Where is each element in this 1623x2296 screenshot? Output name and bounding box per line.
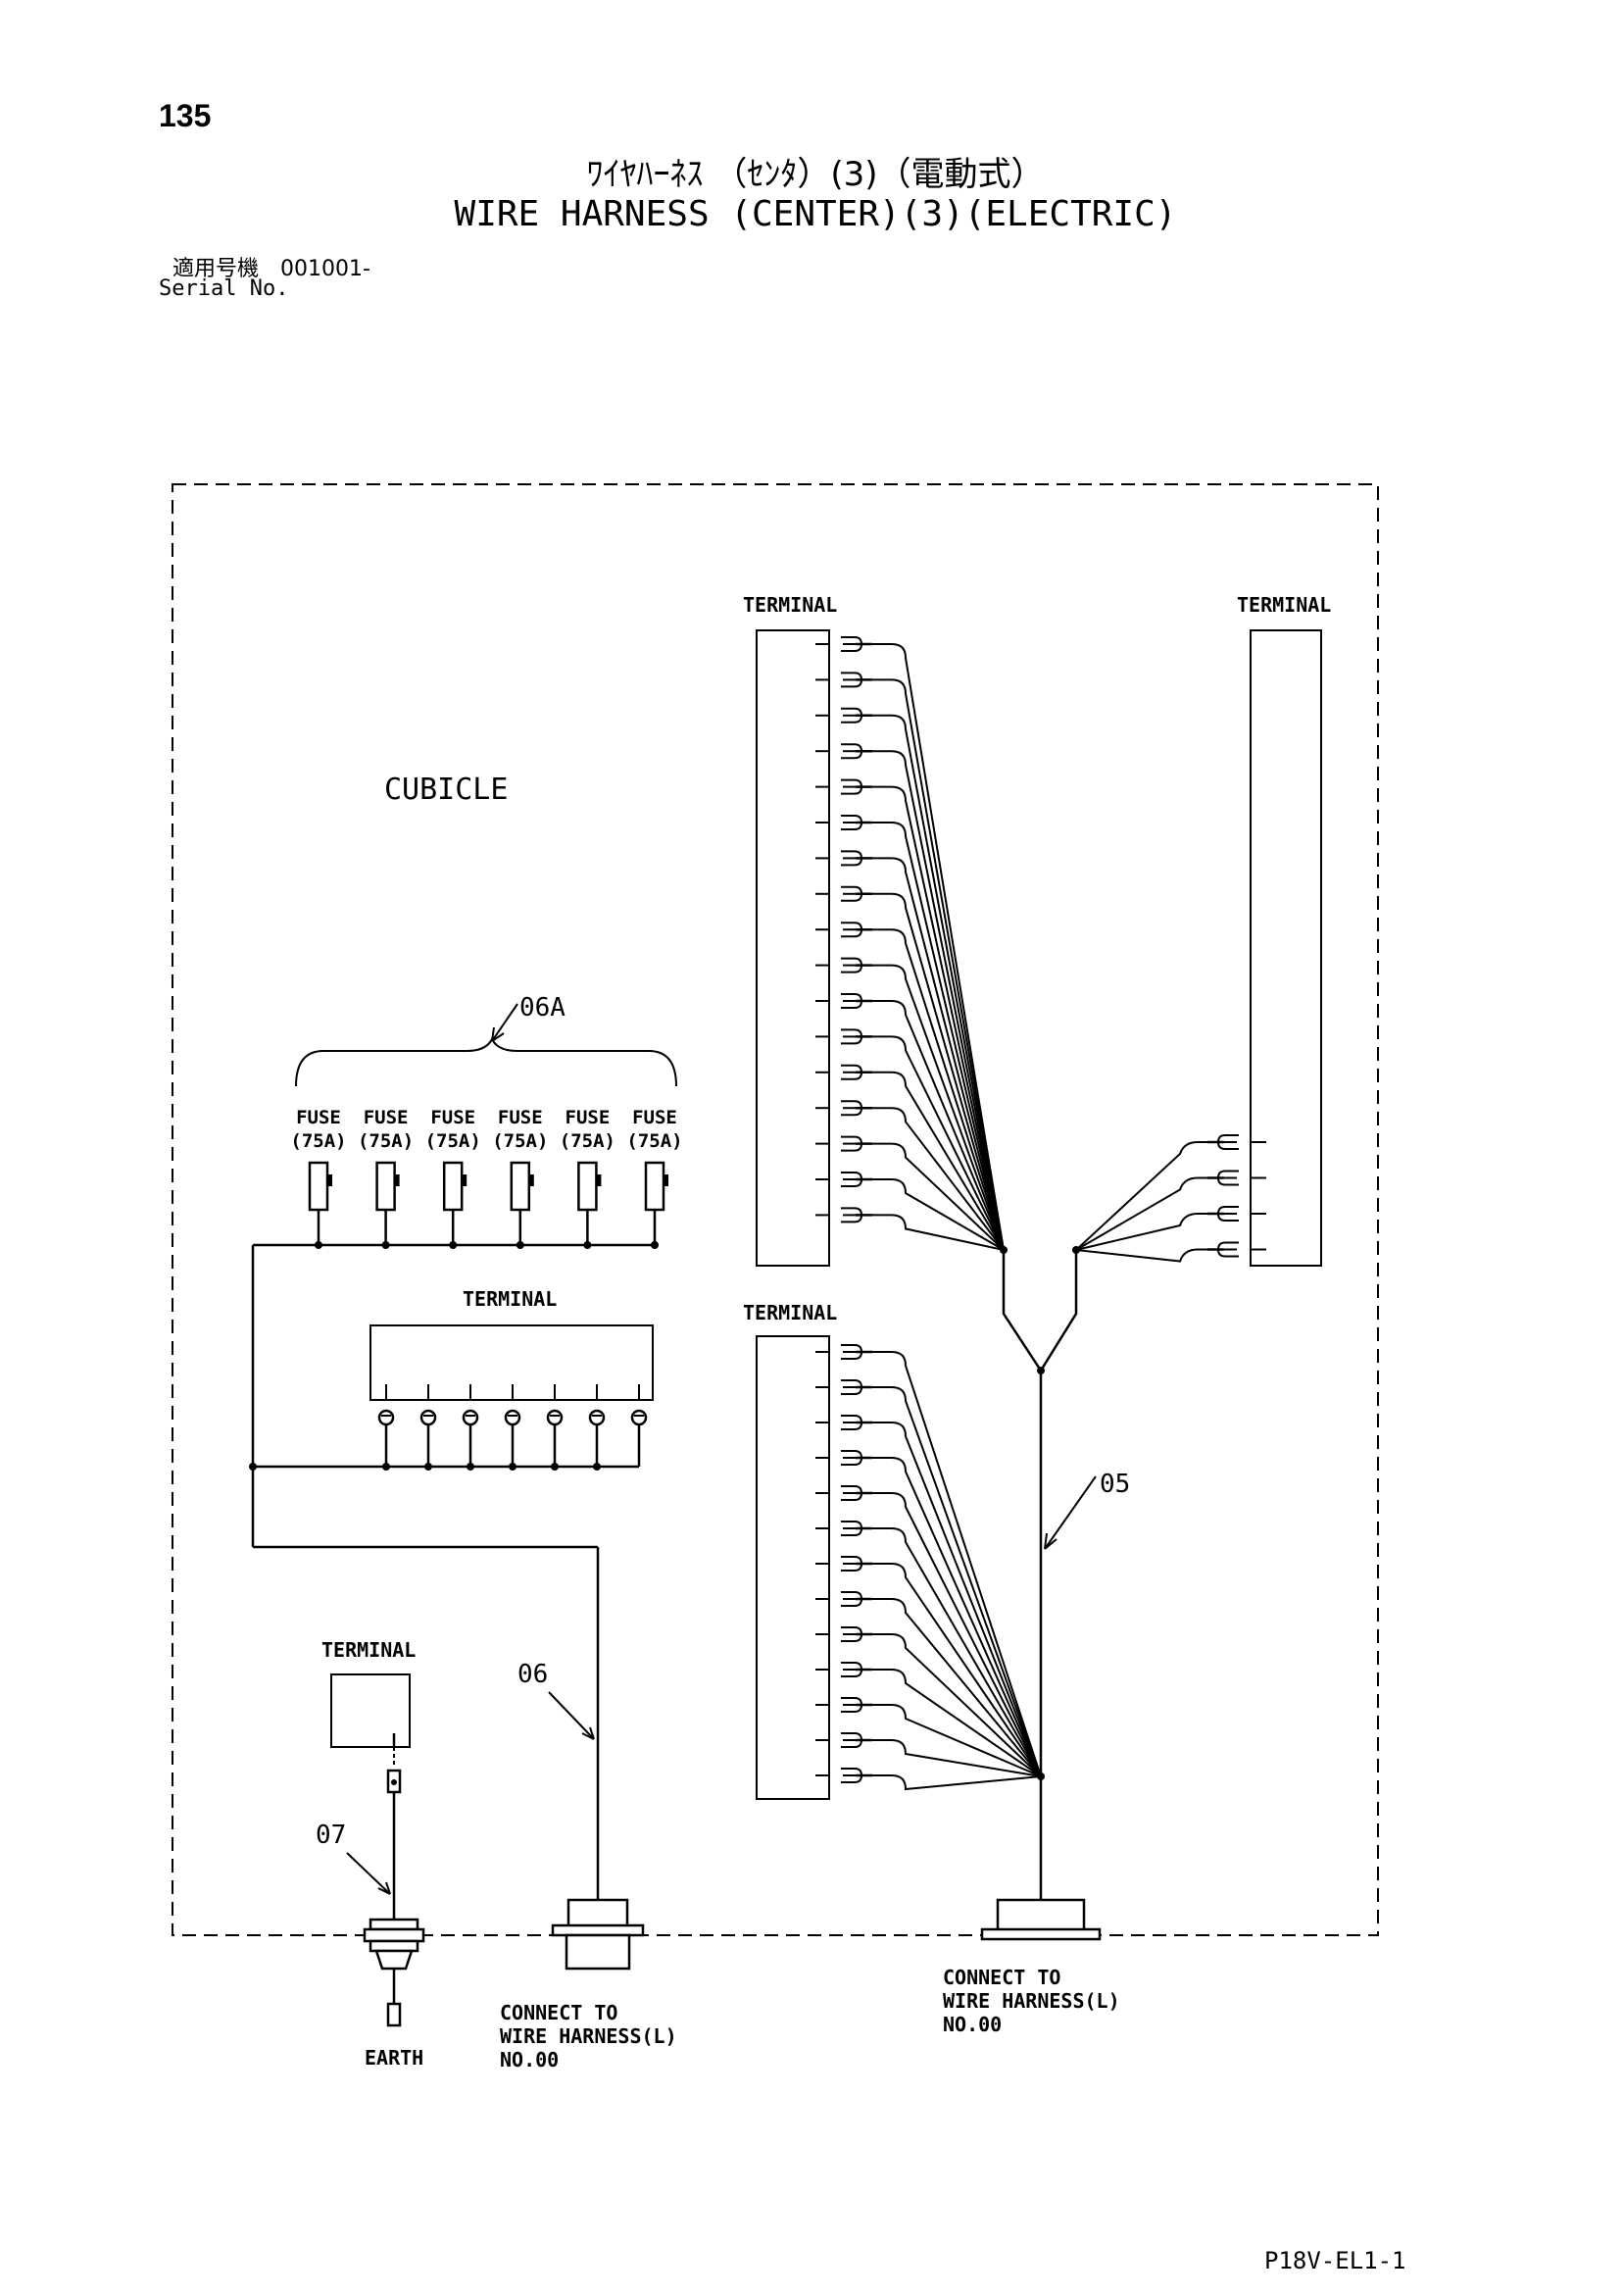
connector-harness-06	[551, 1898, 645, 1971]
terminal-label-center: TERMINAL	[463, 1287, 557, 1311]
terminal-center-4	[504, 1384, 521, 1471]
page-title: WIRE HARNESS (CENTER)(3)(ELECTRIC)	[454, 194, 1177, 234]
terminal-upper-left-1	[815, 635, 1005, 1251]
terminal-upper-left-7	[815, 850, 1005, 1251]
terminal-group-upper-left	[815, 635, 1008, 1254]
terminal-lower-left-10	[815, 1661, 1042, 1777]
terminal-lower-left-3	[815, 1414, 1042, 1777]
terminal-label-lower-left: TERMINAL	[743, 1301, 837, 1324]
terminal-center-2	[419, 1384, 437, 1471]
cubicle-boundary	[172, 483, 1379, 1936]
callout-05: 05	[1100, 1470, 1130, 1499]
cubicle-label: CUBICLE	[384, 773, 508, 807]
terminal-upper-left-14	[815, 1099, 1005, 1251]
fuse-4: FUSE(75A)	[492, 1107, 548, 1249]
terminal-center-6	[588, 1384, 606, 1471]
terminal-block-lower-left	[756, 1335, 830, 1800]
terminal-upper-left-5	[815, 778, 1005, 1251]
fuse-rating: (75A)	[425, 1130, 481, 1152]
callout-07: 07	[316, 1821, 346, 1850]
terminal-lower-left-1	[815, 1343, 1042, 1777]
harness-05-junction	[1002, 1250, 1078, 1902]
terminal-block-earth	[330, 1673, 411, 1748]
fuse-1: FUSE(75A)	[290, 1107, 347, 1249]
connect-note-06-line3: NO.00	[500, 2048, 559, 2071]
terminal-label-earth: TERMINAL	[321, 1638, 416, 1662]
terminal-upper-left-9	[815, 921, 1005, 1251]
terminal-lower-left-8	[815, 1590, 1042, 1777]
serial-label-japanese: 適用号機 001001-	[172, 257, 370, 281]
connect-note-05-line3: NO.00	[943, 2013, 1002, 2036]
terminal-group-lower-left	[815, 1343, 1045, 1791]
terminal-upper-left-16	[815, 1171, 1005, 1251]
terminal-upper-right-2	[1075, 1170, 1266, 1251]
terminal-upper-left-15	[815, 1135, 1005, 1251]
terminal-lower-left-7	[815, 1555, 1042, 1777]
terminal-upper-left-8	[815, 885, 1005, 1251]
terminal-upper-left-3	[815, 707, 1005, 1251]
terminal-block-upper-right	[1250, 629, 1322, 1267]
fuse-group: FUSE(75A)FUSE(75A)FUSE(75A)FUSE(75A)FUSE…	[290, 1107, 683, 1249]
fuse-rating: (75A)	[626, 1130, 682, 1152]
earth-label: EARTH	[365, 2046, 423, 2070]
terminal-upper-right-3	[1075, 1205, 1266, 1251]
drawing-code: P18V-EL1-1	[1264, 2247, 1406, 2274]
fuse-label: FUSE	[296, 1107, 341, 1128]
terminal-lower-left-2	[815, 1378, 1042, 1777]
fuse-5: FUSE(75A)	[560, 1107, 615, 1249]
terminal-lower-left-9	[815, 1625, 1042, 1777]
fuse-label: FUSE	[498, 1107, 543, 1128]
connect-note-05-line2: WIRE HARNESS(L)	[943, 1989, 1120, 2013]
earth-grommet	[363, 1918, 425, 2027]
terminal-lower-left-4	[815, 1449, 1042, 1777]
page-number: 135	[159, 98, 212, 133]
terminal-group-upper-right	[1072, 1133, 1266, 1263]
terminal-lower-left-6	[815, 1520, 1042, 1777]
terminal-center-7	[630, 1384, 648, 1467]
terminal-upper-left-10	[815, 957, 1005, 1251]
fuse-label: FUSE	[430, 1107, 475, 1128]
terminal-upper-left-6	[815, 814, 1005, 1251]
page-title-japanese: ﾜｲﾔﾊｰﾈｽ （ｾﾝﾀ）(3)（電動式）	[586, 155, 1045, 194]
callout-06: 06	[517, 1660, 548, 1689]
serial-label: Serial No.	[159, 276, 289, 301]
terminal-upper-right-1	[1075, 1133, 1266, 1251]
connector-harness-05	[980, 1898, 1102, 1941]
fuse-label: FUSE	[632, 1107, 677, 1128]
terminal-lower-left-13	[815, 1767, 1042, 1791]
terminal-center-5	[546, 1384, 564, 1471]
terminal-upper-left-17	[815, 1207, 1005, 1251]
connect-note-05-line1: CONNECT TO	[943, 1966, 1060, 1989]
fuse-6: FUSE(75A)	[626, 1107, 683, 1249]
terminal-upper-left-13	[815, 1064, 1005, 1251]
terminal-center-1	[377, 1384, 395, 1471]
fuse-2: FUSE(75A)	[358, 1107, 414, 1249]
terminal-label-upper-left: TERMINAL	[743, 593, 837, 617]
fuse-group-bracket	[295, 1036, 677, 1087]
terminal-lower-left-5	[815, 1484, 1042, 1777]
connect-note-06-line1: CONNECT TO	[500, 2001, 617, 2024]
fuse-label: FUSE	[364, 1107, 409, 1128]
terminal-block-upper-left	[756, 629, 830, 1267]
callout-06a: 06A	[519, 993, 566, 1023]
terminal-upper-right-4	[1075, 1241, 1266, 1263]
terminal-center-3	[462, 1384, 479, 1471]
fuse-rating: (75A)	[560, 1130, 615, 1152]
fuse-rating: (75A)	[492, 1130, 548, 1152]
terminal-upper-left-2	[815, 672, 1005, 1251]
terminal-lower-left-12	[815, 1731, 1042, 1777]
terminal-label-upper-right: TERMINAL	[1237, 593, 1331, 617]
fuse-3: FUSE(75A)	[425, 1107, 481, 1249]
terminal-upper-left-12	[815, 1028, 1005, 1251]
fuse-rating: (75A)	[358, 1130, 414, 1152]
terminal-group-center	[377, 1384, 648, 1471]
connect-note-06-line2: WIRE HARNESS(L)	[500, 2024, 677, 2048]
terminal-upper-left-11	[815, 992, 1005, 1251]
fuse-rating: (75A)	[290, 1130, 346, 1152]
fuse-label: FUSE	[566, 1107, 611, 1128]
terminal-upper-left-4	[815, 742, 1005, 1251]
terminal-lower-left-11	[815, 1696, 1042, 1777]
